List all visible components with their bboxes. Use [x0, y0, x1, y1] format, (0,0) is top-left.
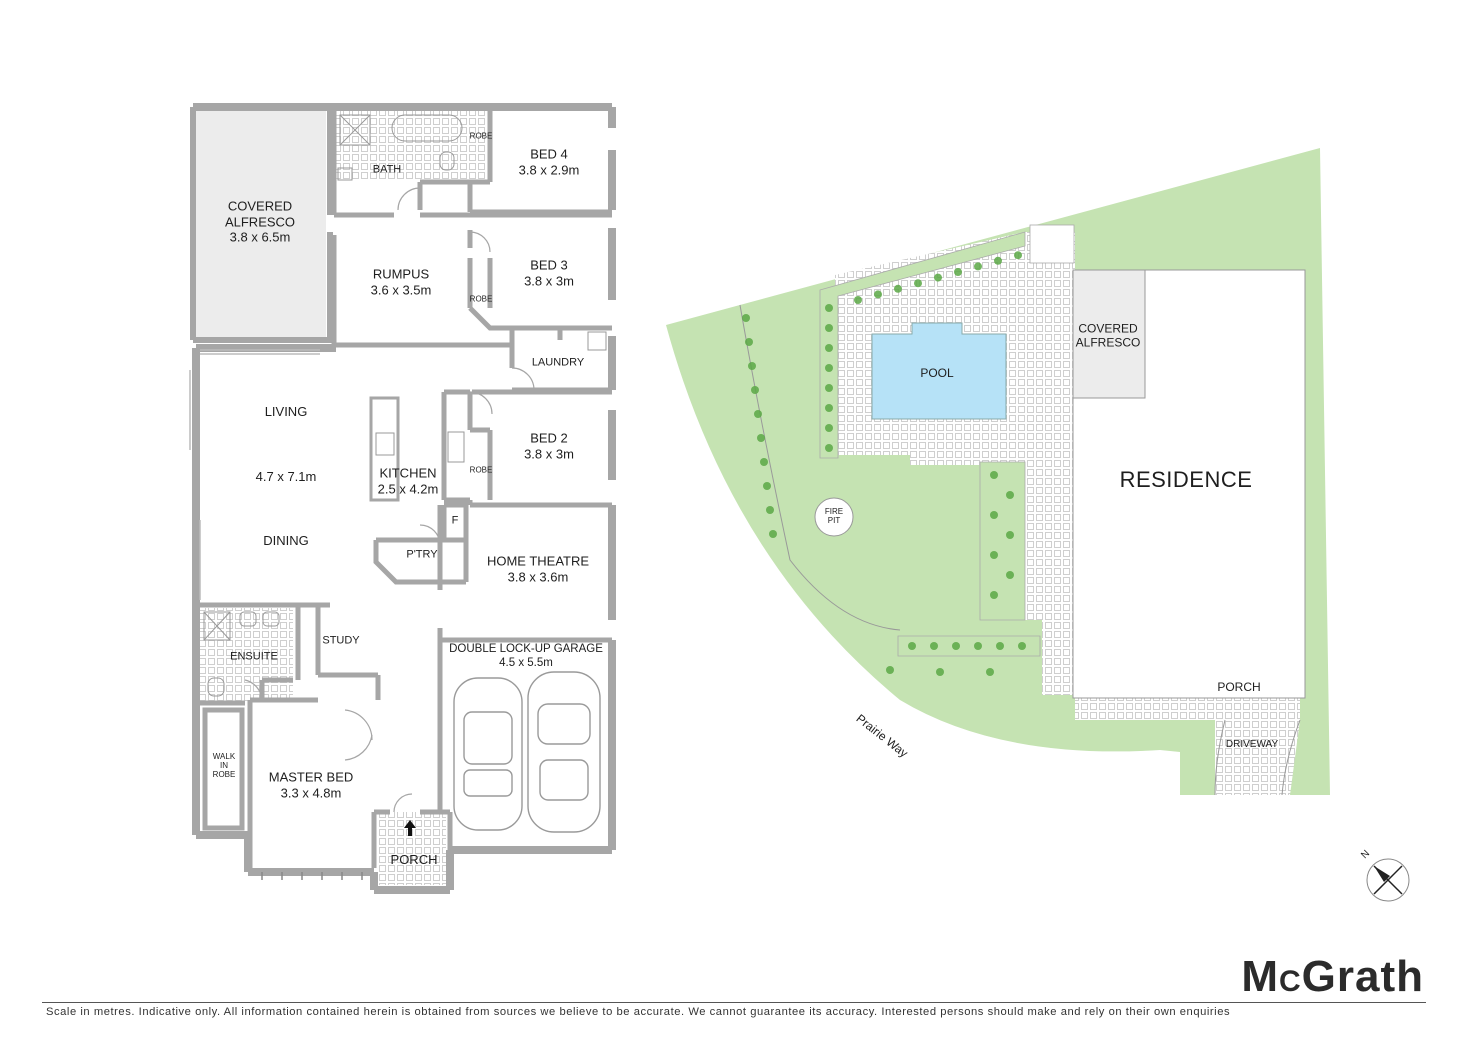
shrub-icon — [825, 384, 833, 392]
shrub-icon — [760, 458, 768, 466]
label-covered-alfresco: COVERED ALFRESCO 3.8 x 6.5m — [224, 198, 296, 245]
label-dining: DINING — [263, 533, 309, 549]
label-robe-bed4: ROBE — [469, 131, 493, 141]
shrub-icon — [994, 256, 1002, 265]
label-bed3: BED 3 3.8 x 3m — [524, 257, 574, 288]
driveway-edge — [1214, 719, 1301, 796]
shrub-icon — [825, 304, 833, 312]
shrub-icon — [754, 410, 762, 418]
car-right — [527, 671, 601, 833]
shrub-icon — [990, 471, 998, 479]
shrub-icon — [886, 666, 894, 674]
shrub-icon — [825, 344, 833, 352]
shrub-icon — [1014, 251, 1022, 260]
shrub-icon — [954, 268, 962, 276]
shrub-icon — [894, 284, 902, 293]
label-pool: POOL — [920, 365, 954, 380]
shrub-icon — [974, 642, 982, 650]
shrub-icon — [748, 362, 756, 370]
walls — [189, 103, 616, 894]
shrub-icon — [996, 642, 1004, 650]
shrub-icon — [1018, 642, 1026, 650]
fire-pit — [814, 497, 854, 537]
logo-part-small: C — [1278, 965, 1302, 998]
label-master-bed: MASTER BED 3.3 x 4.8m — [268, 769, 354, 800]
shrub-icon — [1006, 571, 1014, 579]
pool — [871, 322, 1007, 420]
label-porch: PORCH — [390, 852, 438, 868]
site-covered-alfresco — [1072, 269, 1146, 399]
label-driveway: DRIVEWAY — [1225, 739, 1279, 750]
shrub-icon — [825, 404, 833, 412]
label-bed2: BED 2 3.8 x 3m — [524, 430, 574, 461]
shrub-icon — [825, 324, 833, 332]
label-garage: DOUBLE LOCK-UP GARAGE 4.5 x 5.5m — [449, 643, 603, 669]
label-site-porch: PORCH — [1217, 679, 1261, 694]
label-site-covered-alfresco: COVERED ALFRESCO — [1075, 321, 1141, 350]
north-arrow-icon — [1366, 858, 1410, 902]
label-home-theatre: HOME THEATRE 3.8 x 3.6m — [486, 553, 590, 584]
shrub-icon — [930, 642, 938, 650]
label-residence: RESIDENCE — [1119, 466, 1253, 492]
logo-part-main: M — [1241, 952, 1279, 1001]
shrub-icon — [986, 668, 994, 676]
covered-alfresco-area — [195, 111, 326, 340]
label-fire-pit: FIRE PIT — [824, 506, 844, 525]
floor-plan — [189, 103, 616, 894]
shrub-icon — [936, 668, 944, 676]
shrub-icon — [854, 296, 862, 304]
shrub-icon — [908, 642, 916, 650]
shrub-icon — [1006, 491, 1014, 499]
label-rumpus: RUMPUS 3.6 x 3.5m — [370, 266, 432, 297]
shrub-icon — [763, 482, 771, 490]
garage-cars — [453, 671, 601, 833]
shrub-icon — [1006, 531, 1014, 539]
shrub-icon — [769, 530, 777, 538]
label-pantry: P'TRY — [406, 548, 438, 561]
fixtures — [203, 114, 607, 697]
shrub-icon — [825, 444, 833, 452]
shrub-icon — [990, 591, 998, 599]
label-kitchen: KITCHEN 2.5 x 4.2m — [377, 465, 439, 496]
car-left — [453, 677, 523, 831]
label-robe-bed3: ROBE — [469, 294, 493, 304]
garden-beds — [819, 231, 1041, 657]
label-robe-bed2: ROBE — [469, 465, 493, 475]
shrub-icon — [990, 511, 998, 519]
shrub-icon — [757, 434, 765, 442]
shrub-icon — [751, 386, 759, 394]
doors — [244, 187, 535, 813]
footer-divider — [42, 1002, 1426, 1003]
label-walk-in-robe: WALK IN ROBE — [212, 752, 236, 780]
shrub-icon — [742, 314, 750, 322]
label-fridge: F — [451, 514, 459, 527]
shrub-icon — [825, 424, 833, 432]
shrub-icon — [990, 551, 998, 559]
site-plan — [666, 148, 1330, 796]
footer-disclaimer: Scale in metres. Indicative only. All in… — [46, 1006, 1231, 1018]
shrub-icon — [934, 273, 942, 282]
shrub-icon — [874, 290, 882, 299]
shrub-icon — [952, 642, 960, 650]
label-bath: BATH — [372, 163, 402, 176]
label-study: STUDY — [322, 634, 360, 647]
steps — [1029, 224, 1075, 264]
label-living-dining-dim: 4.7 x 7.1m — [255, 469, 317, 485]
label-living: LIVING — [264, 404, 308, 420]
label-laundry: LAUNDRY — [531, 356, 585, 369]
brand-logo: MCGrath — [1241, 952, 1424, 1002]
shrub-icon — [766, 506, 774, 514]
bath-floor — [336, 111, 487, 181]
label-ensuite: ENSUITE — [230, 650, 278, 663]
label-bed4: BED 4 3.8 x 2.9m — [518, 146, 580, 177]
shrub-icon — [914, 279, 922, 288]
entry-arrow-icon — [404, 820, 416, 836]
shrub-icon — [745, 338, 753, 346]
logo-part-rest: Grath — [1301, 952, 1424, 1001]
trees — [742, 251, 1026, 676]
shrub-icon — [974, 262, 982, 271]
shrub-icon — [825, 364, 833, 372]
